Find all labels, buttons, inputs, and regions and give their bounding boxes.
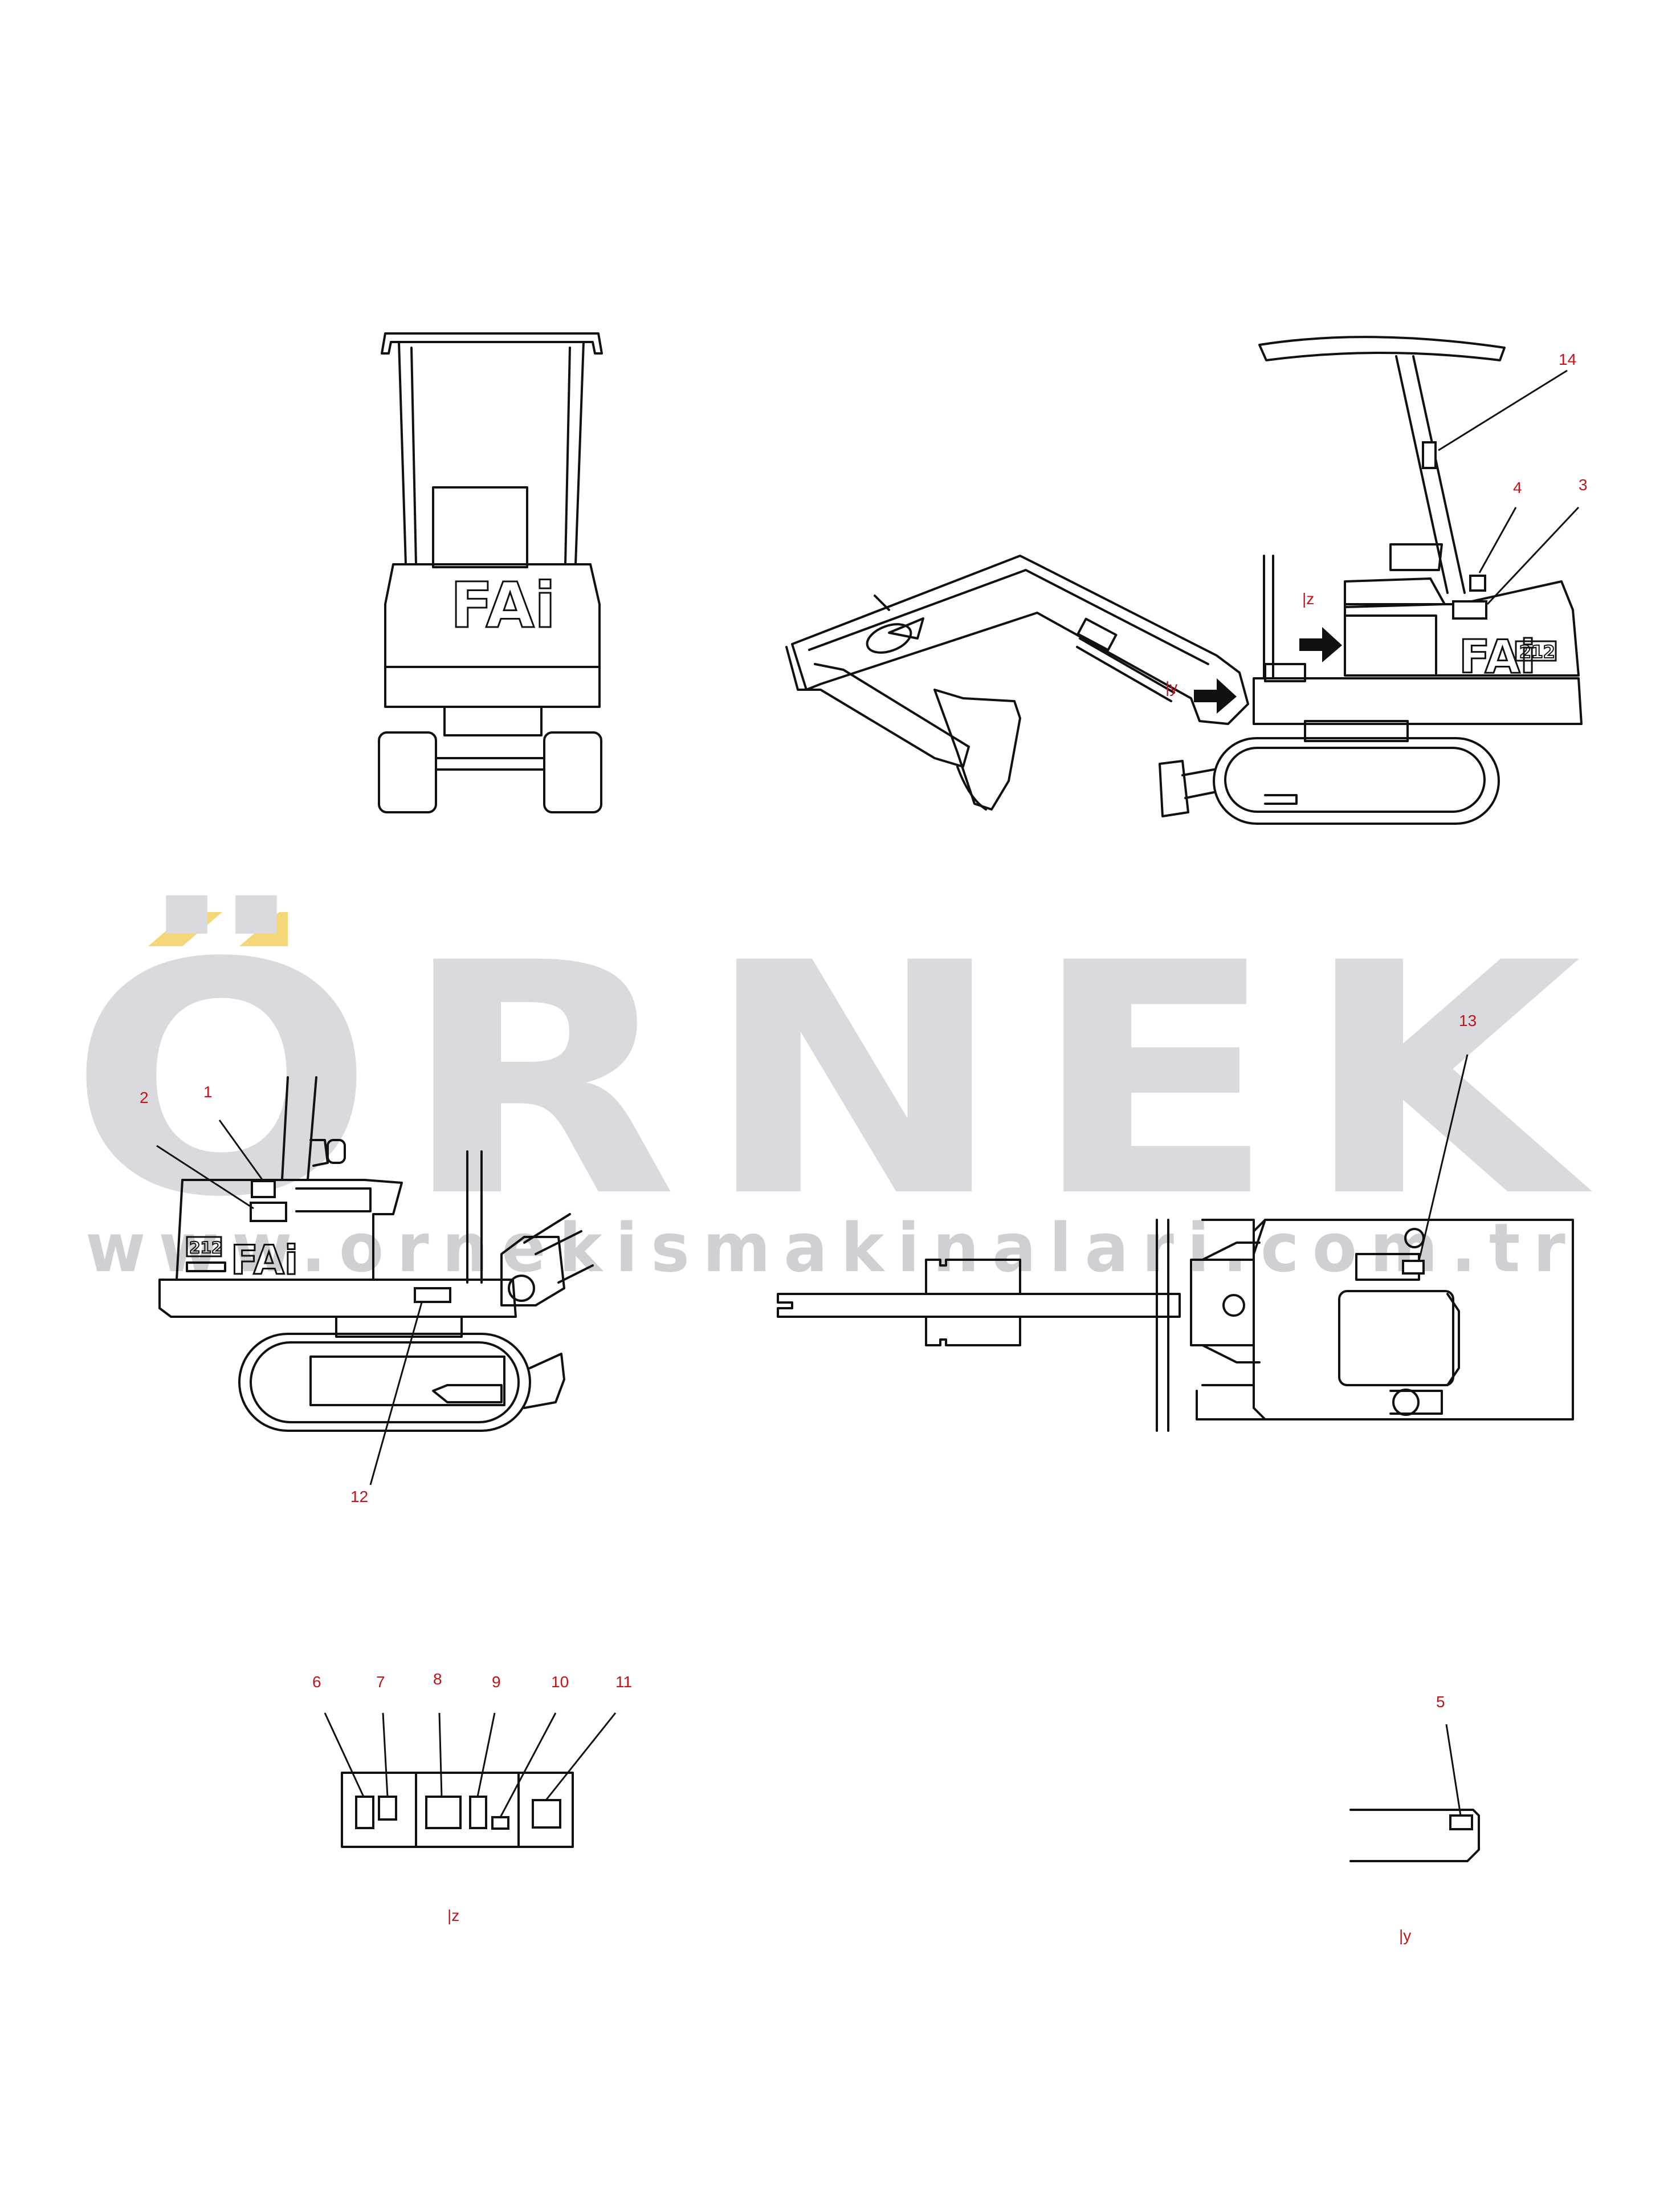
decal-1: [251, 1180, 276, 1198]
callout-5: 5: [1436, 1693, 1445, 1711]
top-view: 13: [777, 1012, 1574, 1432]
callout-4: 4: [1513, 479, 1522, 496]
decal-9: [469, 1796, 487, 1829]
watermark: ÖRNEK www.ornekismakinalari.com.tr: [68, 892, 1607, 1287]
side-logo: FAi: [1459, 630, 1536, 683]
callout-7: 7: [376, 1673, 385, 1691]
decal-10: [491, 1816, 509, 1830]
watermark-url: www.ornekismakinalari.com.tr: [85, 1208, 1579, 1287]
decal-8: [425, 1796, 462, 1829]
decal-2: [250, 1202, 287, 1222]
decal-7: [378, 1796, 397, 1821]
detail-z: 6 7 8 9 10 11 |z: [312, 1670, 632, 1924]
callout-3: 3: [1579, 476, 1588, 494]
decal-14: [1422, 441, 1437, 469]
watermark-accent-mark: [239, 912, 288, 946]
front-view: FAi: [378, 332, 603, 813]
callout-8: 8: [433, 1670, 442, 1688]
callout-2: 2: [140, 1089, 149, 1106]
decal-6: [355, 1796, 374, 1829]
view-arrow-z: [1299, 627, 1342, 662]
decal-12: [414, 1287, 451, 1303]
decal-13: [1402, 1260, 1425, 1275]
decal-11: [532, 1799, 561, 1829]
rear-view: FAi 212 1 2 12: [140, 1076, 594, 1505]
callout-9: 9: [492, 1673, 501, 1691]
view-arrow-y: [1194, 678, 1237, 714]
callout-14: 14: [1559, 351, 1576, 368]
rear-logo: FAi: [231, 1237, 298, 1284]
callout-6: 6: [312, 1673, 321, 1691]
callout-10: 10: [551, 1673, 569, 1691]
callout-11: 11: [615, 1673, 632, 1691]
watermark-accent-mark: [148, 912, 222, 946]
rear-model: 212: [189, 1238, 222, 1257]
watermark-brand: ÖRNEK: [68, 892, 1607, 1267]
side-model: 212: [1519, 642, 1555, 662]
detail-y-ref: |y: [1399, 1927, 1411, 1944]
front-logo: FAi: [450, 569, 556, 642]
decal-3: [1452, 600, 1487, 620]
decal-4: [1469, 575, 1486, 592]
detail-y: 5 |y: [1349, 1693, 1480, 1944]
callout-1: 1: [203, 1083, 213, 1101]
detail-z-ref: |z: [447, 1907, 459, 1924]
side-view: FAi 212 |z |y 14: [785, 336, 1588, 825]
callout-13: 13: [1459, 1012, 1477, 1029]
callout-12: 12: [350, 1488, 368, 1505]
view-ref-z: |z: [1302, 590, 1314, 608]
view-ref-y: |y: [1165, 678, 1177, 696]
decal-5: [1449, 1814, 1473, 1830]
